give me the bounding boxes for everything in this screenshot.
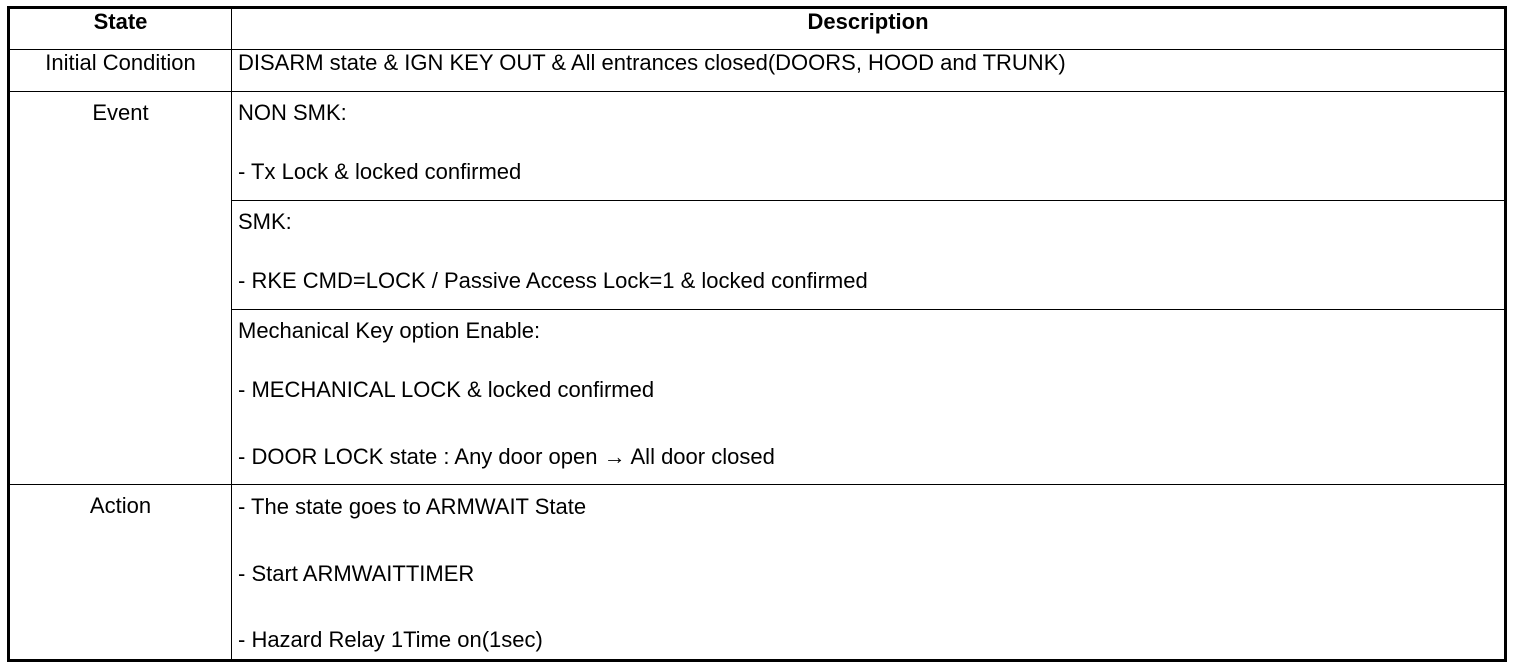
event-block-title: SMK: xyxy=(238,209,292,234)
event-block-nonsmk: NON SMK: - Tx Lock & locked confirmed xyxy=(231,91,1506,201)
action-line: - Hazard Relay 1Time on(1sec) xyxy=(238,627,543,652)
table-row-event-mechanical: Mechanical Key option Enable: - MECHANIC… xyxy=(9,309,1506,485)
event-block-line: - DOOR LOCK state : Any door open → All … xyxy=(238,444,775,469)
state-description-table: State Description Initial Condition DISA… xyxy=(7,6,1507,662)
table-row-initial-condition: Initial Condition DISARM state & IGN KEY… xyxy=(8,49,1506,92)
header-state: State xyxy=(8,7,232,50)
event-block-smk: SMK: - RKE CMD=LOCK / Passive Access Loc… xyxy=(231,200,1506,310)
description-cell-initial-condition: DISARM state & IGN KEY OUT & All entranc… xyxy=(231,49,1506,92)
header-description: Description xyxy=(231,7,1506,50)
event-block-mechanical: Mechanical Key option Enable: - MECHANIC… xyxy=(231,309,1506,485)
event-block-line: - Tx Lock & locked confirmed xyxy=(238,159,522,184)
table-row-event-smk: SMK: - RKE CMD=LOCK / Passive Access Loc… xyxy=(9,200,1506,310)
event-block-line: - MECHANICAL LOCK & locked confirmed xyxy=(238,377,655,402)
header-row: State Description xyxy=(8,7,1506,50)
table-row-event-nonsmk: Event NON SMK: - Tx Lock & locked confir… xyxy=(8,91,1506,485)
table-row-action: Action - The state goes to ARMWAIT State… xyxy=(8,484,1506,661)
action-line: - The state goes to ARMWAIT State xyxy=(238,494,587,519)
event-block-title: Mechanical Key option Enable: xyxy=(238,318,541,343)
state-cell-event: Event xyxy=(8,91,232,485)
event-block-line: - RKE CMD=LOCK / Passive Access Lock=1 &… xyxy=(238,268,868,293)
state-cell-action: Action xyxy=(8,484,232,661)
action-block: - The state goes to ARMWAIT State - Star… xyxy=(231,484,1506,661)
event-block-title: NON SMK: xyxy=(238,100,347,125)
action-line: - Start ARMWAITTIMER xyxy=(238,561,475,586)
state-cell-initial-condition: Initial Condition xyxy=(8,49,232,92)
